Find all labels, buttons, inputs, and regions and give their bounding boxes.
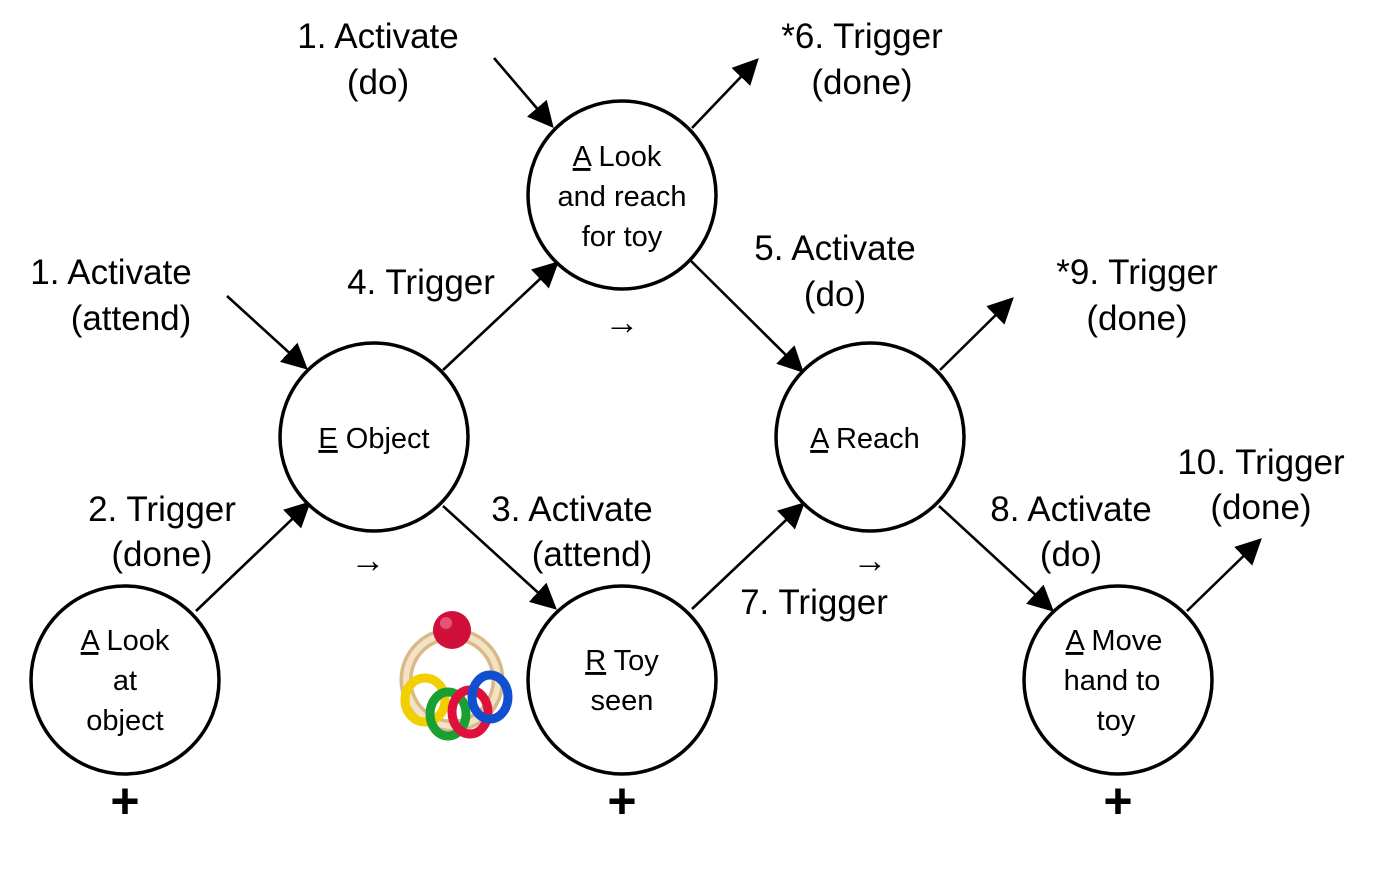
node-label: Toy: [606, 645, 659, 677]
edges: [195, 57, 1262, 612]
label-activate8-1: 8. Activate: [990, 490, 1151, 529]
label-trigger4: 4. Trigger: [347, 263, 495, 302]
svg-text:A Look: A Look: [81, 625, 170, 657]
sequence-arrows: → → →: [351, 303, 888, 580]
label-activate-attend-left-2: (attend): [71, 299, 192, 338]
node-label: hand to: [1064, 665, 1161, 697]
label-activate3-2: (attend): [532, 535, 653, 574]
label-activate-do-top-2: (do): [347, 63, 409, 102]
edge-reach-trigger9: [939, 297, 1014, 371]
edge-move-hand-trigger10: [1186, 538, 1262, 612]
svg-text:A Reach: A Reach: [810, 423, 920, 455]
sequence-arrow: →: [605, 303, 640, 342]
edge-activate-to-look-reach: [493, 57, 554, 128]
label-trigger6-2: (done): [811, 63, 912, 102]
label-activate5-1: 5. Activate: [754, 229, 915, 268]
label-activate5-2: (do): [804, 275, 866, 314]
node-label: for toy: [582, 221, 663, 253]
node-label: seen: [591, 685, 654, 717]
label-trigger9-2: (done): [1086, 299, 1187, 338]
node-label: and reach: [558, 181, 687, 213]
label-activate-attend-left-1: 1. Activate: [30, 253, 191, 292]
plus-signs: + + +: [110, 773, 1132, 829]
node-label: Reach: [828, 423, 920, 455]
node-prefix: A: [573, 141, 593, 173]
rattle-toy-icon: [399, 611, 513, 741]
label-trigger7: 7. Trigger: [740, 583, 888, 622]
node-prefix: A: [810, 423, 830, 455]
node-reach: A Reach: [774, 341, 966, 533]
label-trigger2-2: (done): [111, 535, 212, 574]
plus-sign: +: [110, 773, 139, 829]
svg-text:E Object: E Object: [318, 423, 429, 455]
svg-text:A Move: A Move: [1066, 625, 1163, 657]
label-trigger2-1: 2. Trigger: [88, 490, 236, 529]
node-prefix: A: [1066, 625, 1086, 657]
node-look-at-object: A Look at object: [29, 584, 221, 776]
node-label: object: [86, 705, 163, 737]
plus-sign: +: [1103, 773, 1132, 829]
svg-text:R Toy: R Toy: [585, 645, 659, 677]
edge-object-to-toy-seen: [442, 505, 557, 610]
label-activate3-1: 3. Activate: [491, 490, 652, 529]
label-trigger9-1: *9. Trigger: [1056, 253, 1218, 292]
node-label: Object: [338, 423, 430, 455]
edge-reach-to-move-hand: [938, 505, 1054, 612]
label-trigger6-1: *6. Trigger: [781, 17, 943, 56]
label-activate8-2: (do): [1040, 535, 1102, 574]
edge-look-reach-trigger6: [691, 58, 759, 129]
edge-object-to-look-reach: [442, 261, 559, 371]
node-label: toy: [1097, 705, 1136, 737]
edge-look-at-object-to-object: [195, 501, 311, 612]
plus-sign: +: [607, 773, 636, 829]
edge-activate-to-object: [226, 295, 308, 370]
svg-text:A Look: A Look: [573, 141, 662, 173]
node-label: at: [113, 665, 137, 697]
edge-look-reach-to-reach: [690, 260, 804, 373]
node-toy-seen: R Toy seen: [526, 584, 718, 776]
node-move-hand: A Move hand to toy: [1022, 584, 1214, 776]
node-label: Look: [98, 625, 169, 657]
edge-toy-seen-to-reach: [691, 502, 805, 610]
node-label: Look: [590, 141, 661, 173]
label-activate-do-top-1: 1. Activate: [297, 17, 458, 56]
node-prefix: R: [585, 645, 606, 677]
node-look-and-reach: A Look and reach for toy: [526, 99, 718, 291]
label-trigger10-2: (done): [1210, 488, 1311, 527]
node-prefix: A: [81, 625, 101, 657]
edge-labels: 1. Activate (do) *6. Trigger (done) 1. A…: [30, 17, 1345, 622]
sequence-arrow: →: [351, 541, 386, 580]
node-prefix: E: [318, 423, 337, 455]
node-label: Move: [1083, 625, 1162, 657]
node-object: E Object: [278, 341, 470, 533]
label-trigger10-1: 10. Trigger: [1177, 443, 1345, 482]
sequence-arrow: →: [853, 541, 888, 580]
